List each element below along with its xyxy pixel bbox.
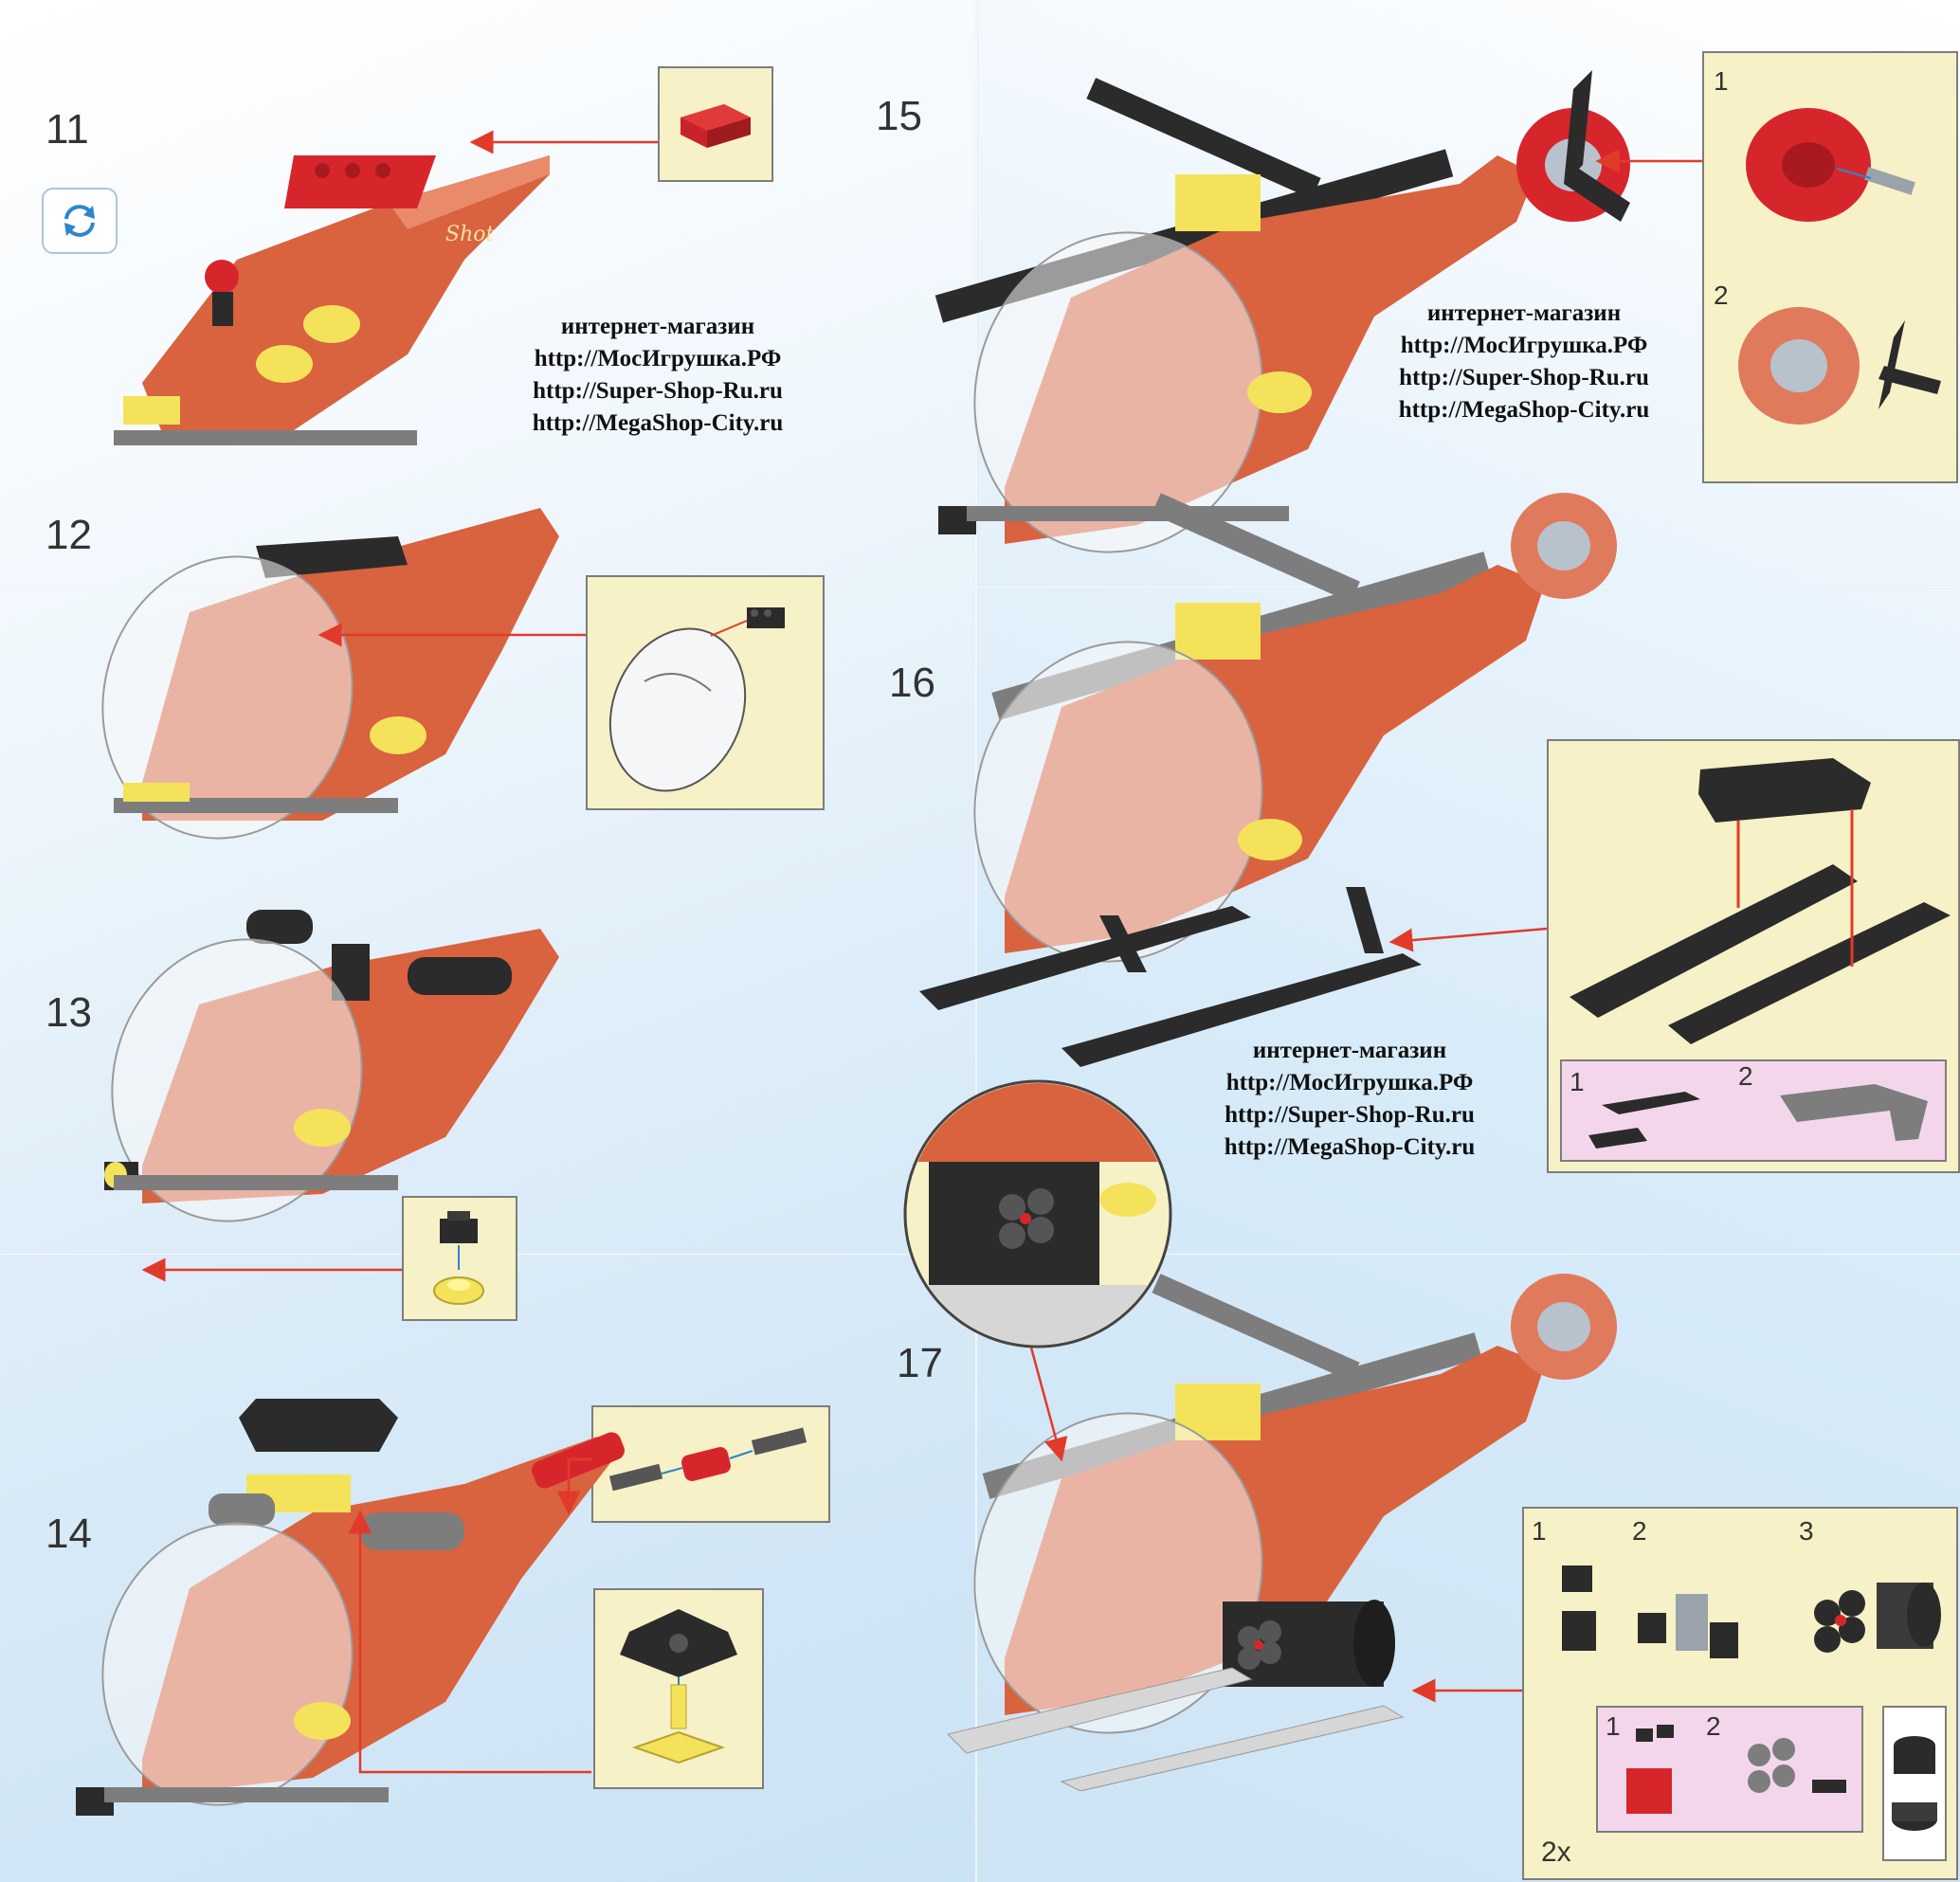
watermark-link[interactable]: http://MegaShop-City.ru xyxy=(1398,397,1650,423)
canopy-icon xyxy=(608,607,785,792)
horizontal-fold xyxy=(0,586,1960,588)
helicopter-step15 xyxy=(935,70,1630,553)
substep-number: 1 xyxy=(1606,1711,1621,1741)
watermark-line: интернет-магазин xyxy=(1426,300,1622,326)
step-number-12: 12 xyxy=(45,512,92,558)
substep-number: 2 xyxy=(1632,1516,1647,1546)
helicopter-step16 xyxy=(919,493,1617,1067)
callout-step11-part xyxy=(658,66,773,182)
substep-number: 1 xyxy=(1532,1516,1547,1546)
landing-skid-icon xyxy=(1570,758,1951,1044)
watermark-link[interactable]: http://Super-Shop-Ru.ru xyxy=(533,378,783,404)
watermark-link[interactable]: http://Super-Shop-Ru.ru xyxy=(1399,365,1649,390)
callout-step17-sub: 1 2 xyxy=(1596,1706,1863,1833)
callout-step12-canopy xyxy=(586,575,825,810)
quantity-multiplier: 2x xyxy=(1541,1837,1571,1868)
callout-step16-sub: 1 2 xyxy=(1560,1059,1947,1162)
cannon-assembly-icon xyxy=(1562,1565,1941,1658)
helicopter-step14 xyxy=(76,1399,625,1816)
callout-step15-tail-rotor: 1 2 xyxy=(1702,51,1958,483)
helicopter-step12 xyxy=(101,508,559,840)
callout-step14-rotor-hub xyxy=(593,1588,764,1789)
watermark-link[interactable]: http://МосИгрушка.РФ xyxy=(1400,333,1648,358)
watermark-line: интернет-магазин xyxy=(560,314,755,339)
shop-watermark: интернет-магазин http://МосИгрушка.РФ ht… xyxy=(1189,1035,1511,1164)
substep-number: 1 xyxy=(1714,66,1729,96)
skid-subassembly-icon xyxy=(1588,1084,1928,1149)
substep-number: 2 xyxy=(1706,1711,1721,1741)
shop-watermark: интернет-магазин http://МосИгрушка.РФ ht… xyxy=(497,311,819,440)
headlight-icon xyxy=(433,1211,484,1305)
barrel-subassembly-icon xyxy=(1626,1725,1846,1814)
watermark-line: интернет-магазин xyxy=(1252,1038,1447,1063)
callout-step17-cannon: 1 2 3 1 2 xyxy=(1522,1507,1958,1880)
axle-connector-icon xyxy=(608,1427,808,1492)
helicopter-step11: Shot xyxy=(114,155,550,445)
zoom-detail-circle xyxy=(903,1079,1172,1348)
center-fold xyxy=(974,0,978,1882)
watermark-link[interactable]: http://MegaShop-City.ru xyxy=(1224,1134,1476,1160)
red-slope-brick-icon xyxy=(681,104,751,148)
step-number-11: 11 xyxy=(45,106,89,153)
helicopter-step13 xyxy=(104,910,559,1222)
shop-watermark: интернет-магазин http://МосИгрушка.РФ ht… xyxy=(1363,298,1685,426)
substep-number: 1 xyxy=(1570,1067,1585,1096)
step-number-14: 14 xyxy=(45,1511,92,1557)
step-number-13: 13 xyxy=(45,989,92,1036)
rotor-hub-icon xyxy=(620,1609,737,1764)
rotate-icon xyxy=(64,205,95,237)
watermark-link[interactable]: http://MegaShop-City.ru xyxy=(532,410,784,436)
callout-step16-landing-skids: 1 2 xyxy=(1547,739,1960,1173)
substep-number: 2 xyxy=(1738,1061,1753,1091)
callout-step14-axle xyxy=(591,1405,830,1523)
step-number-17: 17 xyxy=(897,1340,943,1386)
step-number-16: 16 xyxy=(889,660,935,706)
drum-icon xyxy=(1892,1736,1937,1831)
callout-step17-drum xyxy=(1882,1706,1947,1861)
callout-step13-light xyxy=(402,1196,517,1321)
rotate-model-badge xyxy=(42,188,118,254)
tail-rotor-assembly-icon xyxy=(1738,108,1941,425)
watermark-link[interactable]: http://МосИгрушка.РФ xyxy=(1225,1070,1474,1095)
watermark-link[interactable]: http://Super-Shop-Ru.ru xyxy=(1225,1102,1475,1128)
substep-number: 3 xyxy=(1799,1516,1814,1546)
watermark-link[interactable]: http://МосИгрушка.РФ xyxy=(534,346,782,371)
step-number-15: 15 xyxy=(876,93,922,139)
substep-number: 2 xyxy=(1714,280,1729,310)
decal-text: Shot xyxy=(445,223,494,246)
helicopter-step17 xyxy=(948,1274,1617,1791)
